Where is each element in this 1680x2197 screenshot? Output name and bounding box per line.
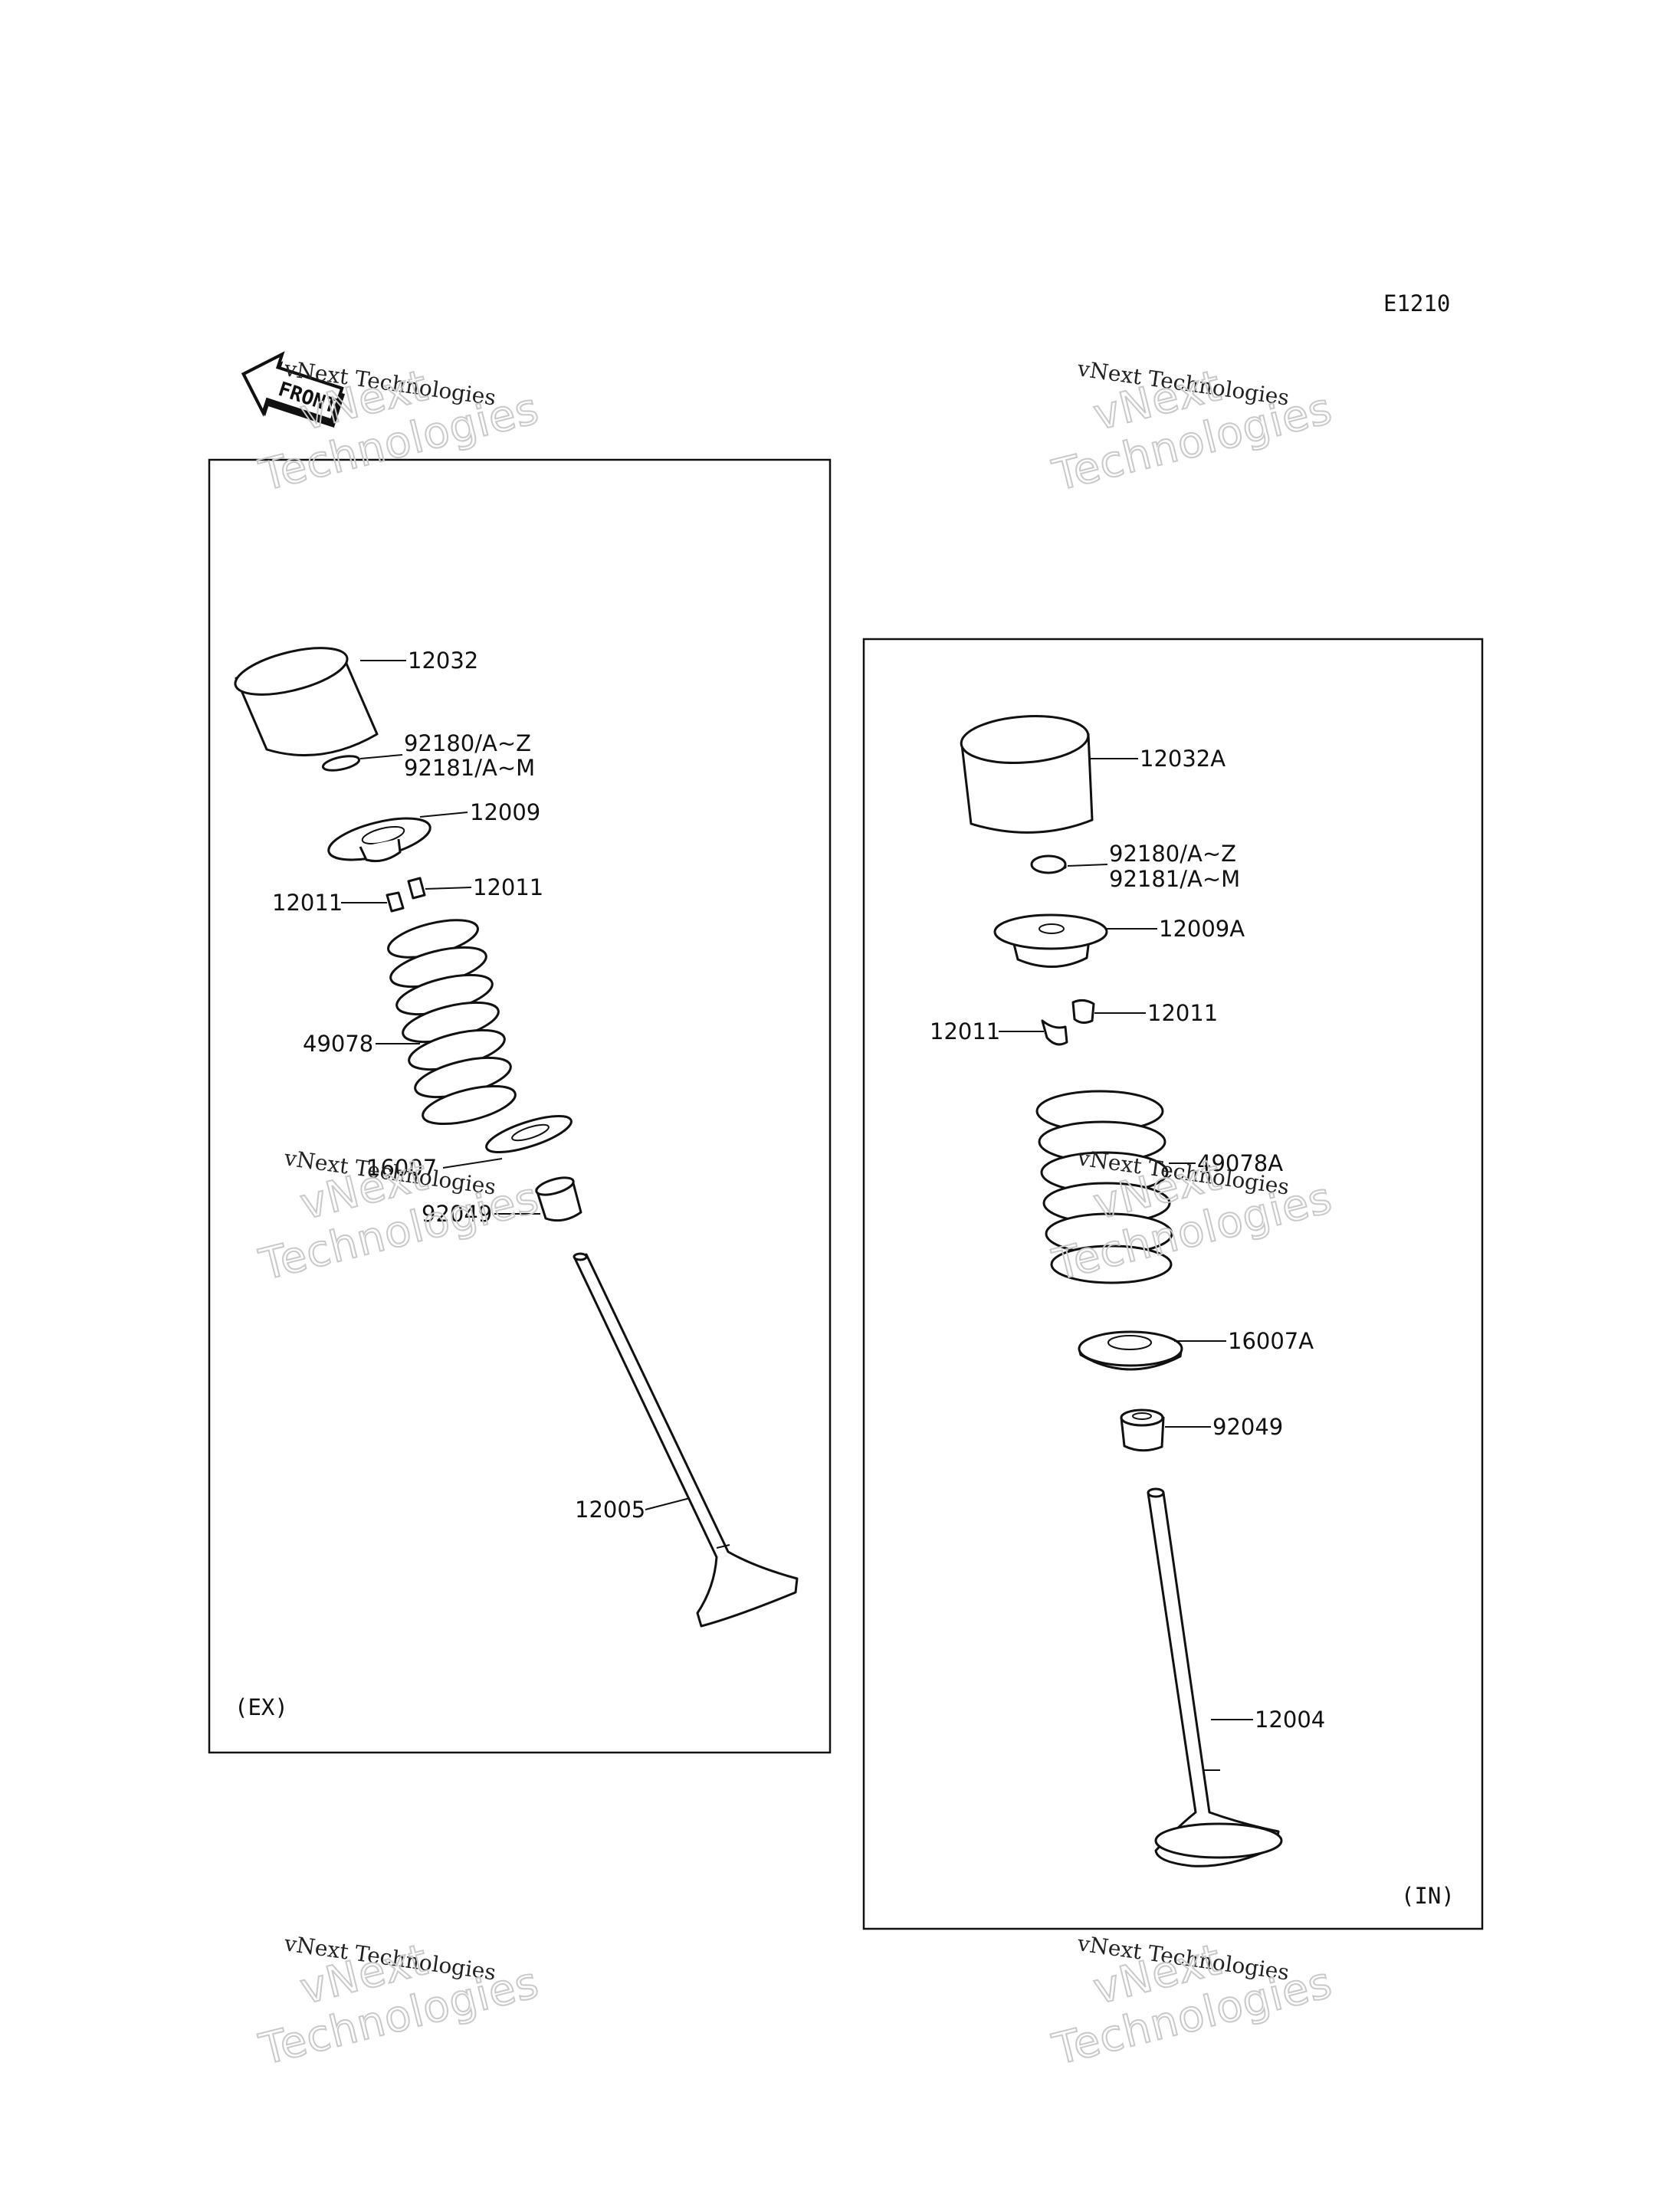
- in-retainer-part: [993, 913, 1157, 968]
- in-cotter-right-label: 12011: [1147, 1000, 1218, 1026]
- in-shim-part: [1030, 854, 1108, 874]
- in-shim-label-b: 92181/A~M: [1109, 866, 1240, 892]
- ex-retainer-part: [327, 812, 468, 863]
- in-spring-part: [1035, 1090, 1196, 1284]
- in-spring-seat-label: 16007A: [1228, 1328, 1314, 1354]
- in-cotter-part: [999, 998, 1146, 1046]
- in-valve-label: 12004: [1255, 1707, 1325, 1733]
- ex-cotter-part: [341, 877, 472, 913]
- intake-panel-tag: (IN): [1401, 1883, 1455, 1909]
- ex-tappet-label: 12032: [408, 648, 478, 674]
- ex-seal-label: 92049: [422, 1201, 492, 1227]
- in-tappet-part: [960, 715, 1138, 834]
- ex-shim-label-a: 92180/A~Z: [404, 730, 531, 756]
- ex-seal-part: [494, 1176, 582, 1222]
- in-seal-part: [1120, 1408, 1211, 1452]
- exhaust-panel-frame: [208, 458, 832, 1754]
- ex-retainer-label: 12009: [470, 799, 540, 825]
- front-arrow-icon: FRONT: [241, 351, 346, 428]
- ex-tappet-part: [234, 647, 406, 756]
- ex-valve-label: 12005: [575, 1497, 645, 1523]
- ex-shim-part: [321, 754, 403, 772]
- ex-cotter-right-label: 12011: [473, 874, 543, 900]
- ex-spring-seat-label: 16007: [366, 1155, 437, 1181]
- in-spring-label: 49078A: [1197, 1150, 1283, 1176]
- in-cotter-left-label: 12011: [930, 1018, 1000, 1044]
- ex-spring-label: 49078: [303, 1031, 373, 1057]
- ex-spring-seat-part: [442, 1114, 573, 1169]
- in-seal-label: 92049: [1212, 1414, 1283, 1440]
- in-shim-label-a: 92180/A~Z: [1109, 841, 1236, 867]
- exhaust-panel-tag: (EX): [235, 1694, 288, 1720]
- diagram-code: E1210: [1383, 290, 1450, 316]
- intake-panel-frame: [862, 638, 1484, 1930]
- in-spring-seat-part: [1078, 1330, 1226, 1371]
- in-tappet-label: 12032A: [1140, 746, 1226, 772]
- in-retainer-label: 12009A: [1159, 916, 1245, 942]
- ex-spring-part: [376, 919, 517, 1126]
- in-valve-part: [1147, 1487, 1283, 1867]
- ex-shim-label-b: 92181/A~M: [404, 755, 535, 781]
- ex-cotter-left-label: 12011: [272, 890, 343, 916]
- ex-valve-part: [573, 1252, 799, 1628]
